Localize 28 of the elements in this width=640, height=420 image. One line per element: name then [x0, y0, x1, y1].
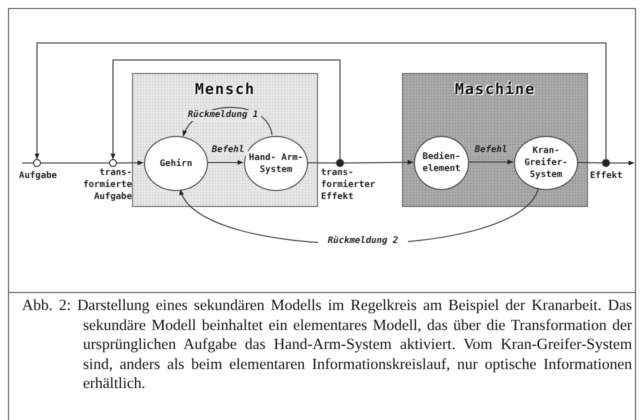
- group-title: Mensch: [194, 80, 256, 98]
- arrow: [206, 160, 244, 165]
- junction-circle: [109, 159, 117, 167]
- arrow: [110, 60, 340, 160]
- arrow: [34, 42, 606, 160]
- group-title: Maschine: [454, 80, 536, 98]
- group-box: [402, 73, 588, 207]
- figure-caption: Abb. 2: Darstellung eines sekundären Modells im Regelkreis am Beispiel der Kranarbeit. Das sekundäre Modell beinhaltet ein elementares Modell, das über die Transformation der ursprünglichen Aufgabe das Hand-Arm-System aktiviert. Vom Kran-Greifer-System sind, anders als beim elementaren Informationskreislauf, nur optische Informationen erhältlich.: [22, 296, 632, 394]
- arrow: [344, 160, 414, 165]
- edge-label: Rückmeldung 1: [185, 110, 261, 121]
- junction-dot: [602, 159, 610, 167]
- arrow: [468, 160, 514, 164]
- process-ellipse: Bedien- element: [414, 136, 469, 190]
- process-ellipse: Kran- Greifer- System: [514, 136, 578, 190]
- junction-label: Aufgabe: [18, 170, 58, 182]
- process-ellipse: Hand- Arm- System: [244, 136, 308, 191]
- junction-label: trans- formierter Effekt: [321, 167, 376, 203]
- edge-label: Rückmeldung 2: [318, 236, 408, 247]
- arrow: [116, 160, 144, 166]
- arrow: [610, 160, 635, 166]
- process-ellipse: Gehirn: [144, 136, 208, 191]
- group-box: [132, 73, 318, 207]
- junction-circle: [33, 159, 41, 167]
- junction-label: Effekt: [590, 170, 624, 182]
- edge-label: Befehl: [208, 145, 248, 156]
- junction-dot: [336, 159, 344, 167]
- junction-label: trans- formierte Aufgabe: [82, 167, 132, 203]
- edge-label: Befehl: [471, 145, 511, 156]
